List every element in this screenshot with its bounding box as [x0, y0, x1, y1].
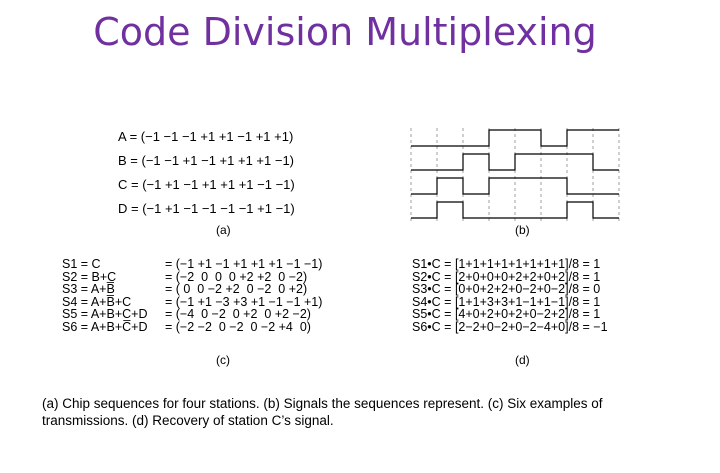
figure-caption: (a) Chip sequences for four stations. (b…: [42, 396, 603, 428]
transmission-lhs: S2 = B+C: [62, 269, 117, 284]
transmission-lhs: S3 = A+B̅: [62, 282, 115, 296]
transmission-lhs: S6 = A+B+C̅+D: [62, 319, 148, 334]
recovery-row: S1•C = [1+1+1+1+1+1+1+1]/8 = 1: [412, 257, 601, 271]
transmission-rhs: = (−2 0 0 0 +2 +2 0 −2): [165, 269, 308, 284]
transmission-rhs: = ( 0 0 −2 +2 0 −2 0 +2): [165, 282, 308, 296]
chip-waveform: [411, 153, 619, 171]
slide-title: Code Division Multiplexing: [93, 10, 597, 54]
transmission-rhs: = (−1 +1 −3 +3 +1 −1 −1 +1): [165, 294, 323, 309]
panel-c-label: (c): [216, 353, 230, 367]
chip-waveforms: [410, 128, 620, 224]
chip-waveform: [411, 129, 619, 147]
recovery-row: S3•C = [0+0+2+2+0−2+0−2]/8 = 0: [412, 282, 601, 296]
chip-row-c: C = (−1 +1 −1 +1 +1 +1 −1 −1): [118, 177, 295, 192]
chip-waveform: [411, 201, 619, 219]
panel-d-label: (d): [515, 353, 530, 367]
transmission-rhs: = (−2 −2 0 −2 0 −2 +4 0): [165, 319, 311, 334]
recovery-row: S2•C = [2+0+0+0+2+2+0+2]/8 = 1: [412, 269, 601, 284]
chip-waveform: [411, 177, 619, 195]
transmission-rhs: = (−4 0 −2 0 +2 0 +2 −2): [165, 307, 311, 321]
transmission-lhs: S5 = A+B+C+D: [62, 307, 148, 321]
transmission-rhs: = (−1 +1 −1 +1 +1 +1 −1 −1): [165, 257, 323, 271]
recovery-row: S5•C = [4+0+2+0+2+0−2+2]/8 = 1: [412, 307, 601, 321]
chip-row-b: B = (−1 −1 +1 −1 +1 +1 +1 −1): [118, 153, 295, 168]
recovery-row: S4•C = [1+1+3+3+1−1+1−1]/8 = 1: [412, 294, 601, 309]
chip-row-d: D = (−1 +1 −1 −1 −1 −1 +1 −1): [118, 201, 295, 216]
panel-b-label: (b): [515, 223, 530, 237]
transmission-lhs: S1 = C: [62, 257, 101, 271]
panel-a-label: (a): [216, 223, 231, 237]
transmission-lhs: S4 = A+B̅+C: [62, 294, 132, 309]
chip-row-a: A = (−1 −1 −1 +1 +1 −1 +1 +1): [118, 129, 294, 144]
recovery-row: S6•C = [2−2+0−2+0−2−4+0]/8 = −1: [412, 319, 608, 334]
